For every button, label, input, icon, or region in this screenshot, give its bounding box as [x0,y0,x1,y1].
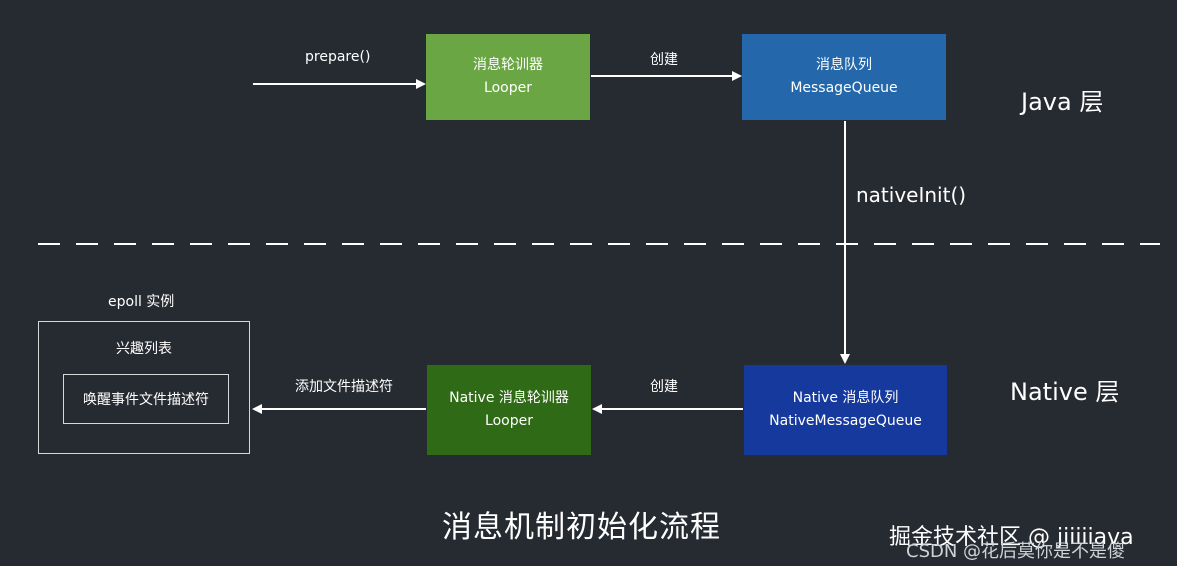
native-queue-line1: Native 消息队列 [792,390,899,406]
java-queue-line2: MessageQueue [790,80,898,96]
native-queue-node: Native 消息队列 NativeMessageQueue [744,365,947,455]
java-looper-node: 消息轮训器 Looper [426,34,590,120]
native-looper-line1: Native 消息轮训器 [449,390,569,406]
create-bottom-label: 创建 [650,379,678,395]
epoll-caption: epoll 实例 [108,294,175,310]
native-looper-line2: Looper [485,413,533,429]
csdn-watermark: CSDN @花后莫你是不是傻 [906,541,1126,562]
java-layer-label: Java 层 [1021,88,1104,116]
create-top-label: 创建 [650,52,678,68]
java-looper-line2: Looper [484,80,532,96]
epoll-box: 兴趣列表 唤醒事件文件描述符 [38,321,250,454]
epoll-title: 兴趣列表 [116,341,172,357]
native-init-label: nativeInit() [856,183,967,207]
prepare-label: prepare() [305,49,371,65]
native-queue-line2: NativeMessageQueue [769,413,922,429]
epoll-inner-label: 唤醒事件文件描述符 [83,392,209,408]
java-queue-line1: 消息队列 [816,57,872,73]
java-queue-node: 消息队列 MessageQueue [742,34,946,120]
juejin-watermark: 掘金技术社区 @ jiiiiiava [889,525,1134,550]
native-layer-label: Native 层 [1010,378,1120,406]
java-looper-line1: 消息轮训器 [473,57,543,73]
add-fd-label: 添加文件描述符 [295,379,393,395]
epoll-inner-box: 唤醒事件文件描述符 [63,374,229,424]
diagram-title: 消息机制初始化流程 [442,510,721,545]
native-looper-node: Native 消息轮训器 Looper [427,365,591,455]
